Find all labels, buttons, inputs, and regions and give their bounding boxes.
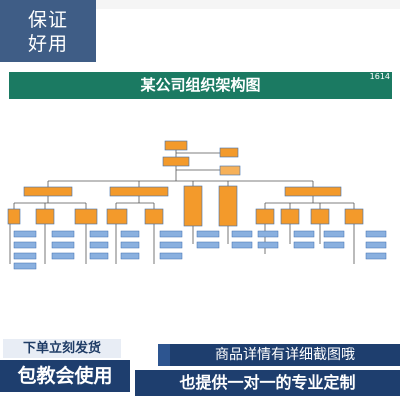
org-team-box: [231, 230, 253, 238]
org-team-box: [159, 230, 183, 238]
badge-line-2: 好用: [27, 33, 68, 55]
org-team-box: [365, 230, 387, 238]
order-now-tag: 下单立刻发货: [3, 339, 121, 358]
slide-title-bar: [9, 72, 392, 99]
customization-banner: 也提供一对一的专业定制: [135, 370, 400, 396]
org-box-dept-6: [255, 208, 275, 225]
details-bar-accent: [158, 344, 170, 366]
details-banner: 商品详情有详细截图哦: [170, 344, 400, 366]
slide-title: 某公司组织架构图: [140, 76, 261, 94]
org-box-dept-7: [280, 208, 300, 225]
org-box-dept-4: [106, 208, 128, 225]
org-team-box: [89, 230, 109, 238]
org-box-division-3: [284, 186, 342, 197]
org-box-dept-3: [74, 208, 98, 225]
org-team-box: [257, 241, 279, 249]
org-team-box: [365, 241, 387, 249]
org-team-box: [89, 252, 109, 260]
org-team-box: [159, 252, 183, 260]
org-team-box: [120, 230, 140, 238]
org-team-box: [89, 241, 109, 249]
org-box-dept-9: [344, 208, 364, 225]
org-box-dept-1: [7, 208, 21, 225]
org-team-box: [257, 230, 279, 238]
org-team-boxes: [13, 230, 387, 270]
org-box-dept-2: [35, 208, 55, 225]
org-team-box: [323, 241, 345, 249]
badge-line-1: 保证: [27, 9, 68, 31]
org-team-box: [365, 252, 387, 260]
org-box-division-1: [23, 186, 73, 197]
org-team-box: [293, 241, 315, 249]
teach-usage-tag: 包教会使用: [0, 360, 130, 392]
org-box-center-1: [183, 185, 203, 227]
org-team-box: [293, 230, 315, 238]
org-division-boxes: [23, 185, 342, 227]
org-box-division-2: [109, 186, 169, 197]
org-department-boxes: [7, 208, 364, 225]
org-team-box: [196, 230, 220, 238]
org-team-box: [51, 252, 75, 260]
org-box-dept-5: [144, 208, 164, 225]
org-box-dept-8: [310, 208, 330, 225]
guarantee-badge: 保证 好用: [0, 0, 96, 62]
org-top-boxes: [162, 140, 241, 176]
org-team-box: [159, 241, 183, 249]
org-box-supervisory: [219, 147, 239, 158]
org-team-box: [13, 252, 37, 260]
page-number: 1614: [369, 72, 390, 81]
top-band: [0, 0, 400, 9]
org-box-general-manager: [162, 156, 190, 167]
org-team-box: [120, 252, 140, 260]
org-team-box: [196, 241, 220, 249]
org-team-box: [120, 241, 140, 249]
org-team-box: [231, 241, 253, 249]
org-team-box: [13, 241, 37, 249]
org-team-box: [13, 262, 37, 270]
org-team-box: [13, 230, 37, 238]
org-box-board: [164, 140, 188, 151]
org-team-box: [51, 241, 75, 249]
org-team-box: [51, 230, 75, 238]
org-box-center-2: [218, 185, 238, 227]
org-box-office: [219, 165, 241, 176]
org-team-box: [323, 230, 345, 238]
org-connectors: [9, 150, 355, 264]
